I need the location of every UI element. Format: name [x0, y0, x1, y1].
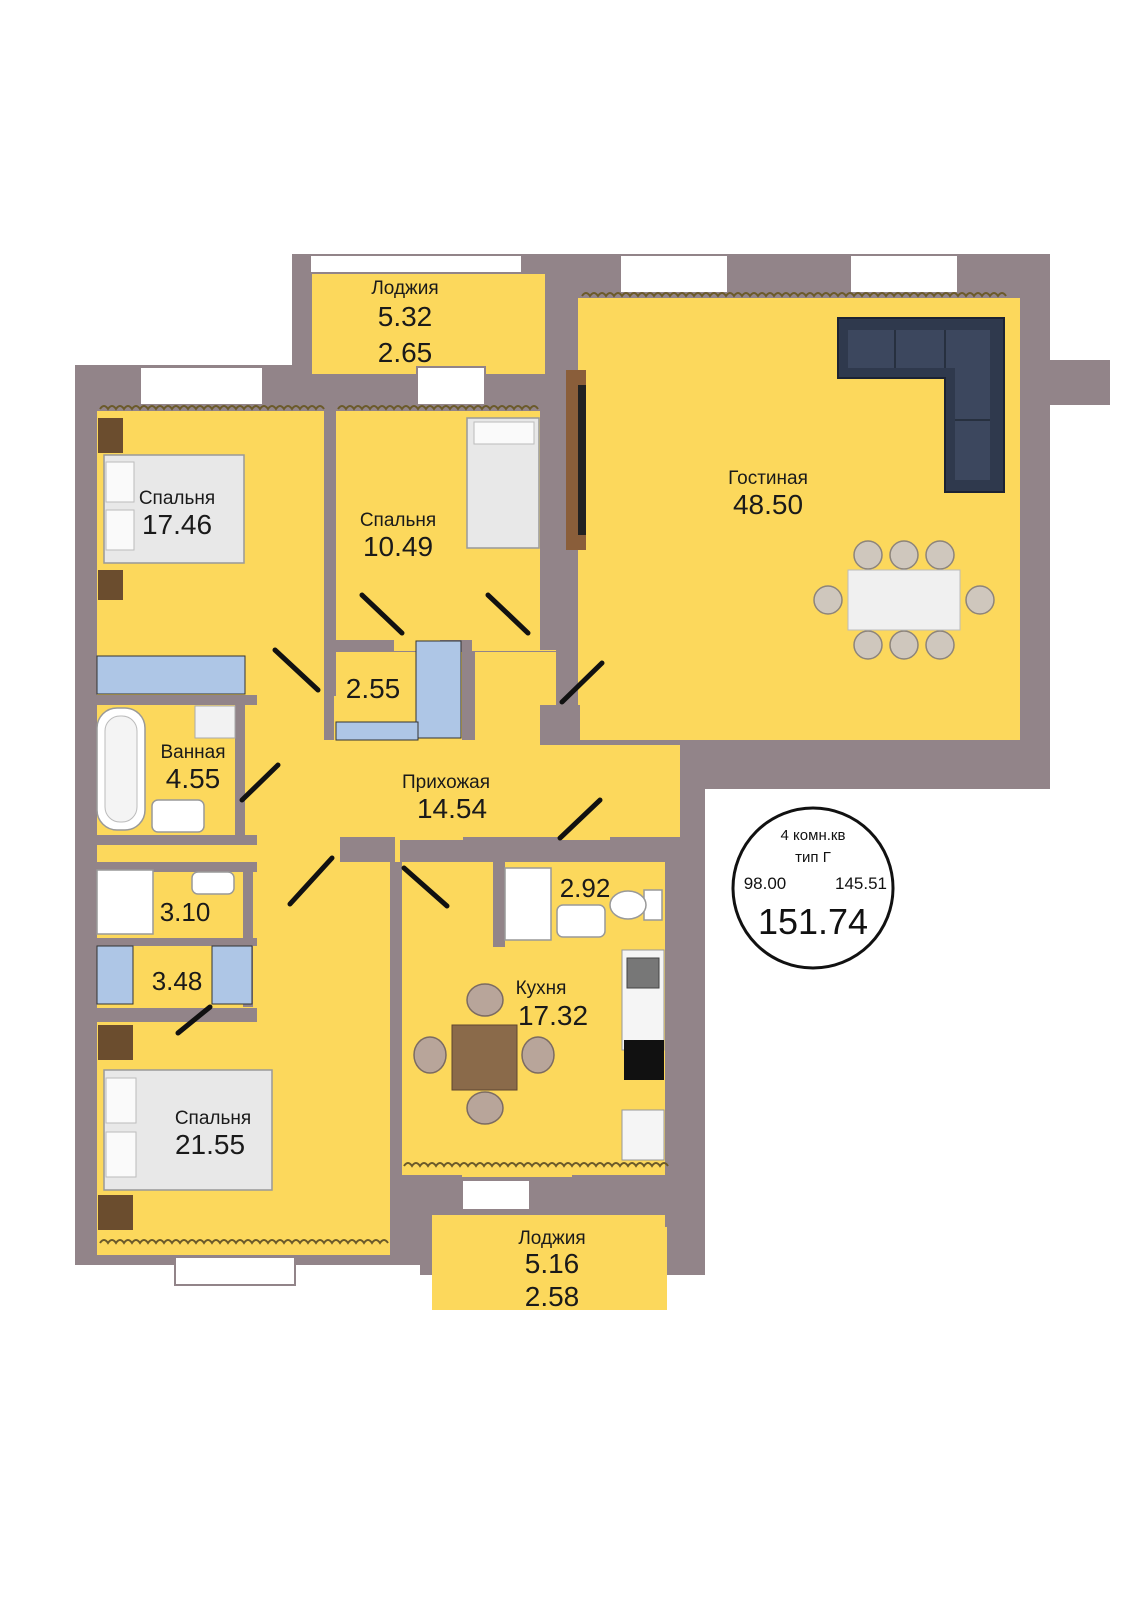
windows: [139, 254, 959, 1286]
room-name: Ванная: [160, 742, 225, 763]
floor-loggia-top: [312, 274, 545, 374]
tv-stand-icon: [566, 370, 586, 550]
badge-living-area: 98.00: [744, 874, 787, 893]
room-area: 10.49: [363, 531, 433, 562]
wardrobe-icon: [96, 640, 462, 1005]
curtains: [99, 292, 1007, 1245]
room-area: 5.32: [378, 301, 433, 332]
room-name: Спальня: [360, 510, 436, 531]
bathtub-icon: [96, 705, 236, 831]
badge-grand-total: 151.74: [758, 901, 868, 942]
room-name: Гостиная: [728, 468, 808, 489]
toilet-icon: [609, 889, 663, 921]
curtain: [403, 1162, 669, 1168]
dining-table-icon: [813, 540, 995, 660]
room-name: Спальня: [139, 488, 215, 509]
room-area: 2.92: [560, 873, 611, 903]
sink-icon: [151, 799, 606, 938]
bed-icon: [98, 1025, 273, 1230]
door-swings: [175, 592, 605, 1036]
badge-total-area: 145.51: [835, 874, 887, 893]
partitions: [97, 405, 687, 1257]
dining-table-icon: [413, 983, 555, 1125]
stove-icon: [621, 949, 665, 1161]
room-name: Кухня: [516, 978, 567, 999]
room-area: 48.50: [733, 489, 803, 520]
curtain: [337, 405, 539, 411]
room-area: 2.55: [346, 673, 401, 704]
curtain: [581, 292, 1007, 298]
curtain: [99, 405, 325, 411]
curtain: [99, 1239, 389, 1245]
room-name: Спальня: [175, 1108, 251, 1129]
area-badge: 4 комн.кв тип Г 98.00 145.51 151.74: [731, 806, 895, 970]
room-area: 5.16: [525, 1248, 580, 1279]
room-name: Прихожая: [402, 772, 490, 793]
room-name: Лоджия: [371, 278, 438, 299]
room-area: 3.10: [160, 897, 211, 927]
floor-loggia-bottom: [432, 1215, 667, 1310]
shower-icon: [96, 867, 552, 941]
room-area: 4.55: [166, 763, 221, 794]
room-area: 14.54: [417, 793, 487, 824]
room-name: Лоджия: [518, 1228, 585, 1249]
bed-icon: [466, 417, 540, 549]
room-area: 17.32: [518, 1000, 588, 1031]
sofa-icon: [837, 317, 1005, 493]
room-area: 3.48: [152, 966, 203, 996]
badge-type: тип Г: [795, 849, 831, 866]
badge-rooms: 4 комн.кв: [781, 827, 846, 844]
room-area: 2.58: [525, 1281, 580, 1312]
room-area: 2.65: [378, 337, 433, 368]
room-labels: Лоджия 5.32 2.65 Спальня 17.46 Спальня 1…: [139, 278, 808, 1312]
room-area: 17.46: [142, 509, 212, 540]
bed-icon: [98, 418, 245, 600]
room-area: 21.55: [175, 1129, 245, 1160]
